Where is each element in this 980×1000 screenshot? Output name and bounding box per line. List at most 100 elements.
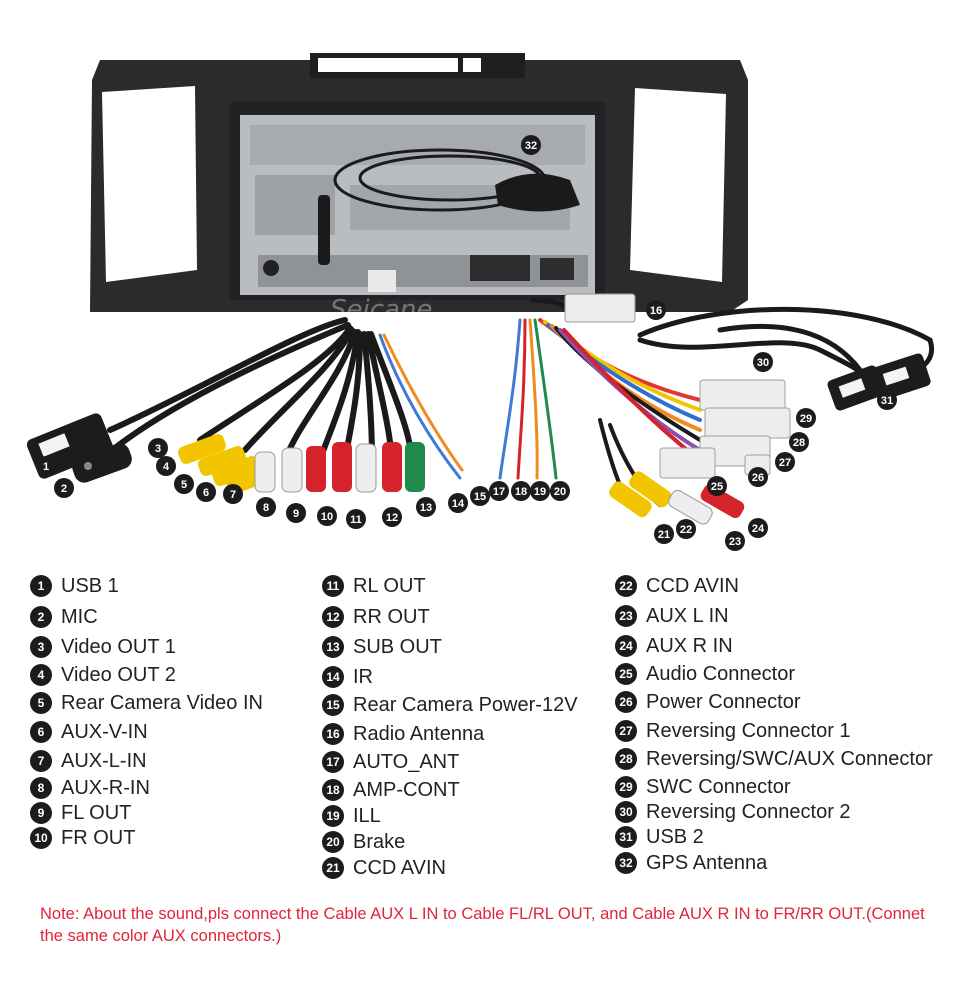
callout-22: 22: [676, 519, 696, 539]
callout-11: 11: [346, 509, 366, 529]
svg-text:2: 2: [61, 483, 67, 495]
number-badge: 9: [30, 801, 52, 824]
number-badge: 11: [322, 574, 344, 597]
legend-label: Reversing/SWC/AUX Connector: [646, 748, 933, 770]
svg-text:4: 4: [163, 461, 170, 473]
sound-connection-note: Note: About the sound,pls connect the Ca…: [40, 905, 925, 945]
number-badge: 24: [615, 634, 637, 657]
svg-text:28: 28: [793, 437, 805, 449]
number-badge: 25: [615, 663, 637, 685]
number-badge: 3: [30, 635, 52, 658]
legend-label: Audio Connector: [646, 663, 795, 685]
callout-4: 4: [156, 456, 176, 476]
callout-14: 14: [448, 493, 468, 513]
callout-27: 27: [775, 452, 795, 472]
legend-label: ILL: [353, 805, 381, 827]
legend-label: GPS Antenna: [646, 852, 768, 874]
wifi-antenna: [318, 195, 330, 265]
legend-item: 17 AUTO_ANT: [322, 748, 578, 776]
svg-text:24: 24: [752, 523, 765, 535]
legend-item: 30 Reversing Connector 2: [615, 800, 933, 824]
svg-text:23: 23: [729, 536, 741, 548]
legend-label: CCD AVIN: [646, 574, 739, 597]
legend-item: 3 Video OUT 1: [30, 632, 263, 661]
svg-text:6: 6: [203, 487, 209, 499]
legend-label: RL OUT: [353, 574, 426, 597]
callout-6: 6: [196, 482, 216, 502]
number-badge: 13: [322, 636, 344, 658]
callout-15: 15: [470, 486, 490, 506]
callout-20: 20: [550, 481, 570, 501]
legend-label: Rear Camera Video IN: [61, 692, 263, 714]
number-badge: 16: [322, 722, 344, 745]
svg-text:26: 26: [752, 472, 764, 484]
number-badge: 1: [30, 574, 52, 597]
legend-label: Brake: [353, 831, 406, 853]
gps-antenna: [333, 148, 580, 212]
svg-text:21: 21: [658, 529, 670, 541]
wiring-harness-diagram: Seicane: [26, 53, 935, 551]
svg-text:12: 12: [386, 512, 398, 524]
legend-label: FL OUT: [61, 801, 132, 824]
legend-label: AUTO_ANT: [353, 751, 460, 773]
svg-text:31: 31: [881, 395, 893, 407]
svg-text:22: 22: [680, 524, 692, 536]
legend-label: USB 2: [646, 826, 704, 848]
callout-29: 29: [796, 408, 816, 428]
legend-label: Rear Camera Power-12V: [353, 694, 578, 716]
legend-label: CCD AVIN: [353, 857, 446, 879]
number-badge: 15: [322, 694, 344, 716]
number-badge: 30: [615, 801, 637, 823]
number-badge: 26: [615, 691, 637, 713]
svg-text:5: 5: [181, 479, 187, 491]
callout-13: 13: [416, 497, 436, 517]
svg-text:29: 29: [800, 413, 812, 425]
svg-text:11: 11: [350, 514, 362, 526]
legend-label: USB 1: [61, 574, 119, 597]
svg-text:32: 32: [525, 140, 537, 152]
callout-1: 1: [36, 456, 56, 476]
number-badge: 4: [30, 664, 52, 686]
svg-text:18: 18: [515, 486, 527, 498]
number-badge: 28: [615, 748, 637, 770]
number-badge: 8: [30, 776, 52, 799]
legend-label: SUB OUT: [353, 636, 442, 658]
legend-item: 24 AUX R IN: [615, 631, 933, 660]
legend-label: Video OUT 1: [61, 635, 176, 658]
svg-text:1: 1: [43, 461, 49, 473]
mic-jack: [72, 443, 132, 483]
legend-label: Reversing Connector 2: [646, 801, 851, 823]
legend-item: 1 USB 1: [30, 570, 263, 601]
legend-label: AUX R IN: [646, 634, 733, 657]
callout-30: 30: [753, 352, 773, 372]
number-badge: 17: [322, 751, 344, 773]
svg-text:16: 16: [650, 305, 662, 317]
legend-item: 15 Rear Camera Power-12V: [322, 691, 578, 719]
svg-text:15: 15: [474, 491, 486, 503]
callout-26: 26: [748, 467, 768, 487]
number-badge: 18: [322, 778, 344, 801]
number-badge: 19: [322, 805, 344, 827]
usb-2-connector: [827, 353, 931, 411]
legend-item: 19 ILL: [322, 803, 578, 829]
black-cables-left: [97, 317, 415, 463]
svg-text:19: 19: [534, 486, 546, 498]
callout-28: 28: [789, 432, 809, 452]
